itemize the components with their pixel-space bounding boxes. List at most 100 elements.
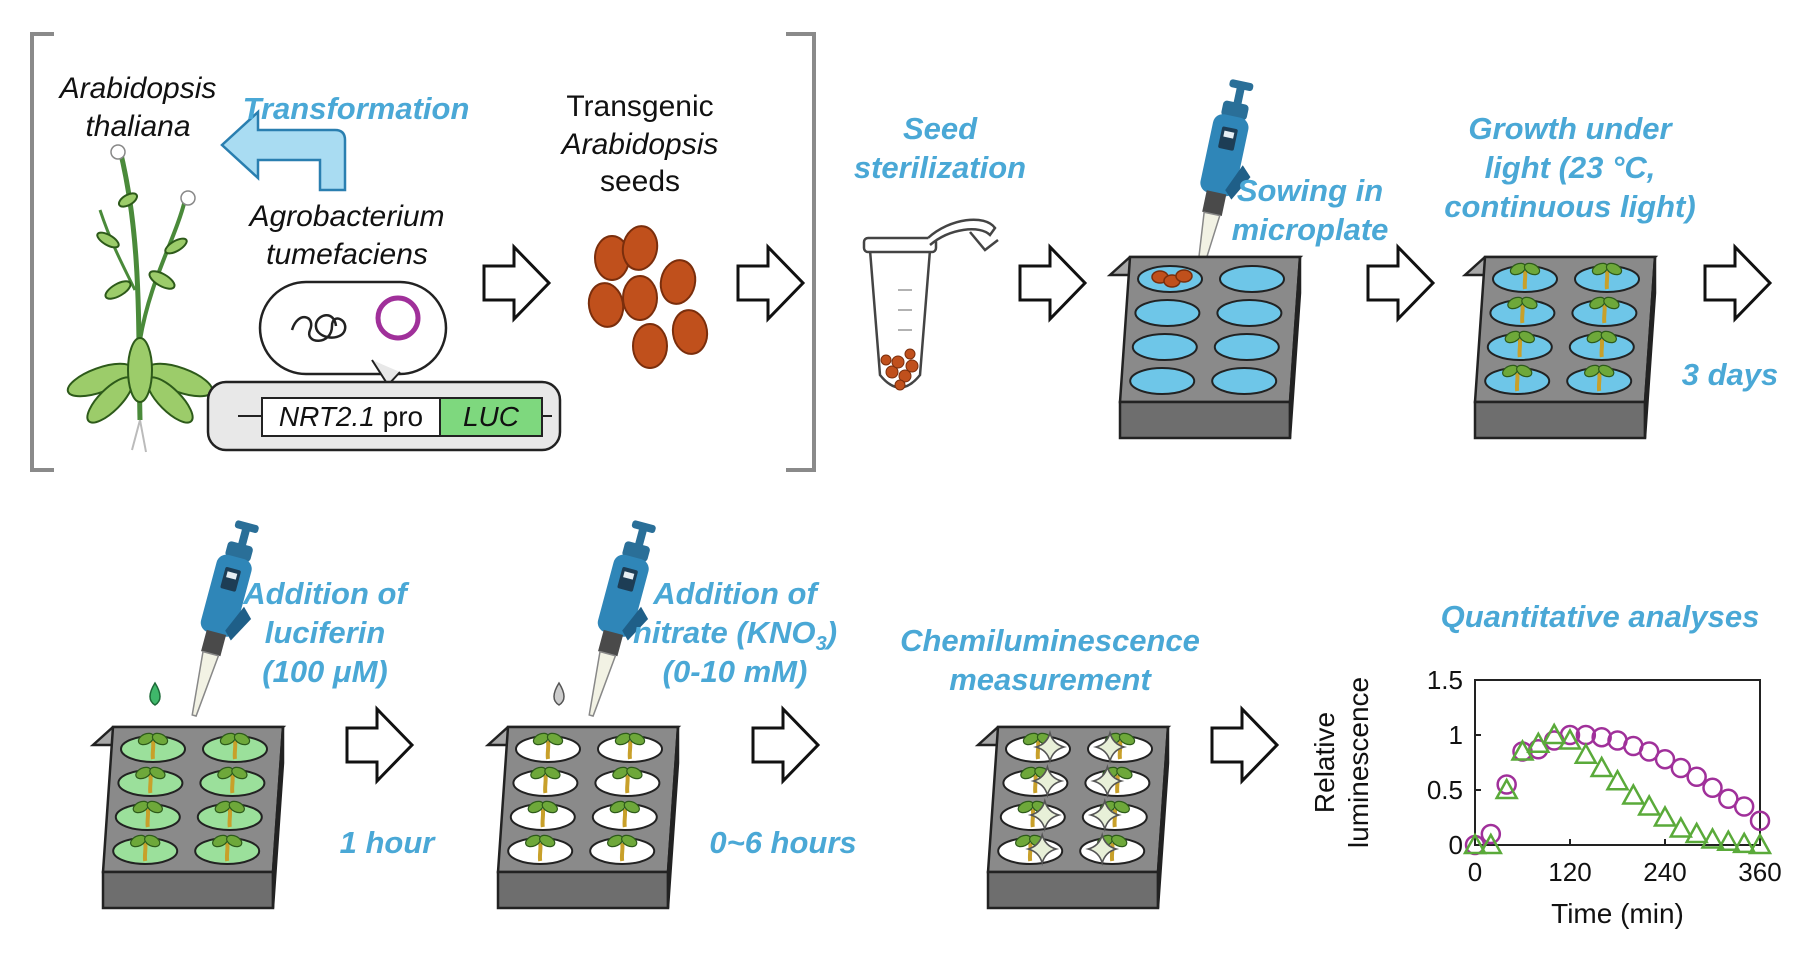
sterilization-label: Seed sterilization <box>820 110 1060 188</box>
arrow-4 <box>1366 245 1435 321</box>
nitrate-line-2: nitrate (KNO3) <box>610 614 860 655</box>
bracket <box>30 32 816 472</box>
drop-icon <box>149 681 161 706</box>
plate-well <box>1129 367 1196 395</box>
seeds-label-line-3: seeds <box>599 165 681 198</box>
nitrate-label: Addition of nitrate (KNO3) (0-10 mM) <box>610 575 860 691</box>
data-point <box>1716 829 1741 851</box>
x-tick-label: 240 <box>1643 857 1686 887</box>
seed-icon <box>1175 269 1193 283</box>
chemi-line-2: measurement <box>949 661 1151 697</box>
x-axis-label: Time (min) <box>1551 898 1684 929</box>
data-point <box>1733 796 1755 817</box>
seeds-label: Transgenic Arabidopsis seeds <box>540 88 740 201</box>
data-point <box>1718 788 1739 810</box>
data-point <box>1732 831 1757 854</box>
y-tick-label: 0 <box>1449 830 1463 860</box>
construct-reporter: LUC <box>462 401 519 432</box>
y-tick-label: 1 <box>1449 720 1463 750</box>
sterilization-line-2: sterilization <box>853 149 1027 185</box>
sowing-line-2: microplate <box>1231 211 1389 247</box>
arrow-6 <box>345 707 414 783</box>
tube-illustration <box>862 218 999 391</box>
plate-well <box>1131 333 1198 361</box>
data-point <box>1638 741 1660 762</box>
plate-side <box>1288 256 1302 439</box>
y-tick-label: 0.5 <box>1427 775 1463 805</box>
microplate-measurement <box>974 725 1172 910</box>
data-point <box>1702 777 1723 799</box>
plant-label-line-2: thaliana <box>85 109 191 143</box>
seeds-label-line-2: Arabidopsis <box>561 127 719 161</box>
data-point <box>1668 815 1693 838</box>
plant-illustration <box>66 144 214 453</box>
luciferin-line-1: Addition of <box>243 576 407 611</box>
microplate-growth <box>1461 255 1659 440</box>
plate-front <box>986 870 1160 910</box>
chemiluminescence-label: Chemiluminescence measurement <box>880 622 1220 700</box>
microplate-luciferin <box>89 725 287 910</box>
data-point <box>1462 832 1488 855</box>
luciferin-line-3: (100 μM) <box>262 653 388 689</box>
data-point <box>1700 826 1725 849</box>
plate-side <box>271 726 285 909</box>
arrow-5 <box>1703 245 1772 321</box>
nitrate-close: ) <box>826 614 838 650</box>
data-point <box>1573 742 1598 765</box>
arrow-3 <box>1018 245 1087 321</box>
luciferin-line-2: luciferin <box>264 614 386 650</box>
data-point <box>1637 793 1662 816</box>
data-point <box>1542 722 1567 745</box>
microplate-nitrate <box>484 725 682 910</box>
data-point <box>1591 726 1612 748</box>
seeds-illustration <box>584 222 711 369</box>
data-point <box>1480 823 1502 845</box>
nitrate-text: nitrate (KNO <box>632 614 816 650</box>
data-point <box>1652 804 1678 827</box>
growth-label: Growth under light (23 °C, continuous li… <box>1420 110 1720 226</box>
plant-label: Arabidopsis thaliana <box>38 70 238 145</box>
plate-front <box>1473 400 1647 440</box>
transformation-label: Transformation <box>242 91 470 126</box>
agrobacterium-cell <box>258 280 448 387</box>
data-point <box>1749 810 1771 832</box>
construct-promoter: NRT2.1 pro <box>262 399 440 434</box>
luciferin-label: Addition of luciferin (100 μM) <box>220 575 430 691</box>
nitrate-line-1: Addition of <box>653 576 817 611</box>
seeds-label-line-1: Transgenic <box>566 90 714 123</box>
plate-front <box>1118 400 1292 440</box>
sowing-line-1: Sowing in <box>1236 173 1384 208</box>
plate-side <box>666 726 680 909</box>
plate-well <box>1213 333 1280 361</box>
plant-label-line-1: Arabidopsis <box>59 72 217 105</box>
agrobacterium-label: Agrobacterium tumefaciens <box>222 198 472 273</box>
x-tick-label: 360 <box>1738 857 1781 887</box>
data-point <box>1684 821 1709 844</box>
data-point <box>1478 832 1503 855</box>
hours-label: 0~6 hours <box>709 825 857 860</box>
construct-box <box>206 380 562 452</box>
plate-well <box>1216 299 1283 327</box>
data-point <box>1621 782 1646 805</box>
sowing-label: Sowing in microplate <box>1210 172 1410 250</box>
sterilization-line-1: Seed <box>902 111 978 146</box>
x-tick-label: 0 <box>1468 857 1482 887</box>
x-tick-label: 120 <box>1548 857 1591 887</box>
chemi-line-1: Chemiluminescence <box>900 623 1200 658</box>
data-point <box>1605 768 1630 791</box>
data-point <box>1557 727 1583 750</box>
nitrate-subscript: 3 <box>815 632 827 655</box>
plate-side <box>1156 726 1170 909</box>
data-point <box>1654 748 1676 770</box>
days-label: 3 days <box>1681 357 1779 392</box>
agro-label-line-1: Agrobacterium <box>249 200 445 233</box>
promoter-gene: NRT2.1 <box>278 401 375 432</box>
drop-icon <box>553 681 565 706</box>
data-point <box>1494 777 1519 800</box>
data-point <box>1589 755 1614 778</box>
data-point <box>1670 757 1692 779</box>
transformation-arrow <box>220 109 347 192</box>
